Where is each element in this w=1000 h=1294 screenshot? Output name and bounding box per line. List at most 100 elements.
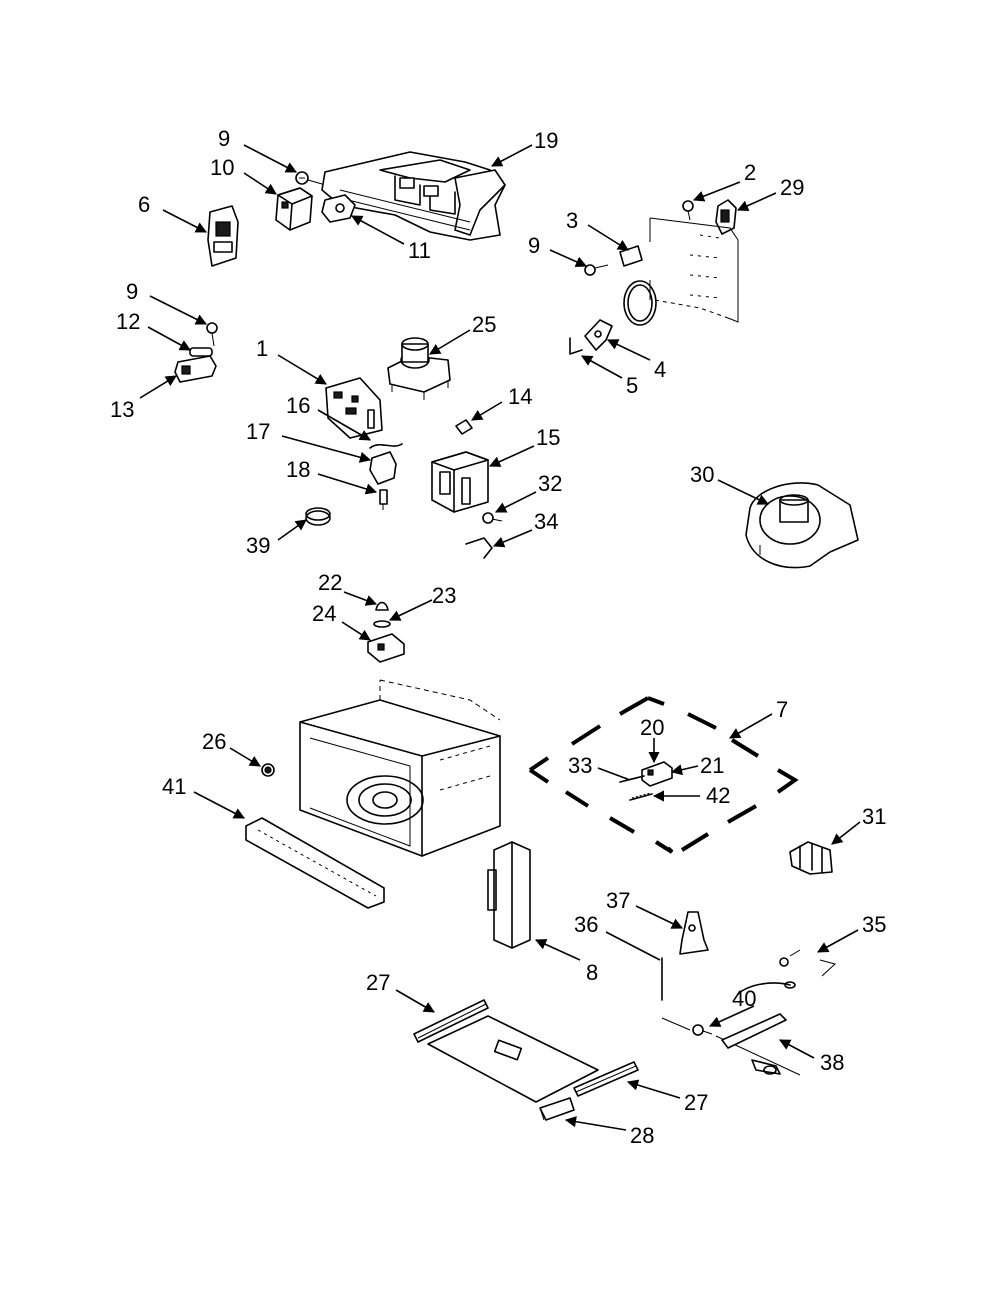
callout-31: 31: [862, 804, 886, 829]
leader-24: [341, 621, 371, 641]
part-34-clip: [465, 537, 493, 559]
leader-38: [779, 1039, 815, 1059]
leader-22: [343, 591, 378, 606]
callout-42: 42: [706, 783, 730, 808]
leader-23: [388, 599, 433, 621]
leader-lines: [139, 144, 861, 1131]
leader-32: [494, 491, 537, 513]
callout-35: 35: [862, 912, 886, 937]
leader-6: [162, 209, 207, 233]
part-1-control-board: [325, 377, 383, 439]
part-11-switch-holder: [321, 194, 356, 223]
callout-14: 14: [508, 384, 532, 409]
callout-36: 36: [574, 912, 598, 937]
callout-1: 1: [256, 336, 268, 361]
callout-27-right: 27: [684, 1090, 708, 1115]
part-38-hinge: [721, 1013, 787, 1075]
leader-19: [491, 144, 533, 167]
part-30-blower: [745, 482, 859, 569]
part-27-rail-left: [413, 999, 489, 1043]
leader-2: [692, 181, 741, 202]
leader-30: [717, 479, 770, 505]
callout-4: 4: [654, 357, 666, 382]
part-2-screw: [682, 200, 694, 221]
leader-35: [817, 929, 859, 953]
callout-34: 34: [534, 509, 558, 534]
leader-34: [492, 529, 533, 548]
part-8-panel: [487, 841, 531, 949]
part-19-control-bracket: [321, 151, 506, 241]
leader-9b: [149, 295, 208, 325]
callout-8: 8: [586, 960, 598, 985]
leader-7: [729, 713, 773, 739]
callout-12: 12: [116, 309, 140, 334]
leader-39: [277, 519, 307, 541]
callout-9-right: 9: [528, 233, 540, 258]
callout-13: 13: [110, 397, 134, 422]
callout-37: 37: [606, 888, 630, 913]
callout-27-left: 27: [366, 970, 390, 995]
leader-9a: [243, 144, 297, 173]
callout-2: 2: [744, 160, 756, 185]
part-42-pin: [629, 792, 653, 801]
leader-14: [471, 401, 503, 421]
leader-15: [488, 445, 535, 467]
leader-13: [139, 375, 177, 399]
callout-19: 19: [534, 128, 558, 153]
leader-11: [351, 215, 405, 245]
leader-33: [597, 767, 631, 781]
callout-11: 11: [408, 238, 431, 263]
callout-38: 38: [820, 1050, 844, 1075]
part-12-fuse: [189, 347, 213, 357]
callout-30: 30: [690, 462, 714, 487]
part-10-switch: [275, 187, 313, 231]
callout-17: 17: [246, 419, 270, 444]
callout-24: 24: [312, 601, 336, 626]
part-4-bracket: [584, 319, 613, 351]
callout-9-left: 9: [126, 279, 138, 304]
part-13-fuse-holder: [174, 355, 217, 383]
part-5-clip: [569, 337, 583, 355]
leader-4: [606, 339, 651, 361]
part-16-wire: [369, 443, 403, 449]
leader-16: [317, 409, 371, 441]
callout-33: 33: [568, 753, 592, 778]
part-22-bumper: [375, 601, 389, 611]
part-29-latch: [715, 199, 737, 235]
callout-39: 39: [246, 533, 270, 558]
leader-41: [193, 791, 245, 819]
callout-7: 7: [776, 697, 788, 722]
callout-40: 40: [732, 986, 756, 1011]
part-bottom-plate: [427, 1015, 599, 1103]
leader-40: [708, 1005, 755, 1027]
part-41-rail: [245, 817, 385, 909]
callout-15: 15: [536, 425, 560, 450]
part-40-screw: [692, 1024, 713, 1036]
part-18-sensor: [379, 489, 388, 510]
callout-28: 28: [630, 1123, 654, 1148]
leader-27b: [626, 1079, 681, 1099]
leader-36: [605, 931, 661, 961]
part-7-outline: [528, 696, 799, 854]
part-cavity-main: [299, 679, 501, 857]
part-26-grommet: [261, 763, 275, 777]
part-28-bracket: [539, 1097, 575, 1121]
callout-9: 9: [218, 126, 230, 151]
leader-5: [581, 355, 623, 379]
callout-3: 3: [566, 208, 578, 233]
callout-25: 25: [472, 312, 496, 337]
callout-32: 32: [538, 471, 562, 496]
leader-37: [635, 905, 684, 929]
part-9-screw-right: [584, 264, 609, 276]
part-33-wire: [619, 775, 645, 783]
part-23-washer: [373, 620, 391, 628]
part-25-motor: [387, 337, 451, 400]
part-15-transformer: [431, 451, 489, 513]
callout-5: 5: [626, 373, 638, 398]
part-9-screw-top: [295, 171, 323, 185]
callout-23: 23: [432, 583, 456, 608]
part-14-clip: [455, 419, 473, 435]
leader-10: [243, 172, 277, 195]
callout-26: 26: [202, 729, 226, 754]
